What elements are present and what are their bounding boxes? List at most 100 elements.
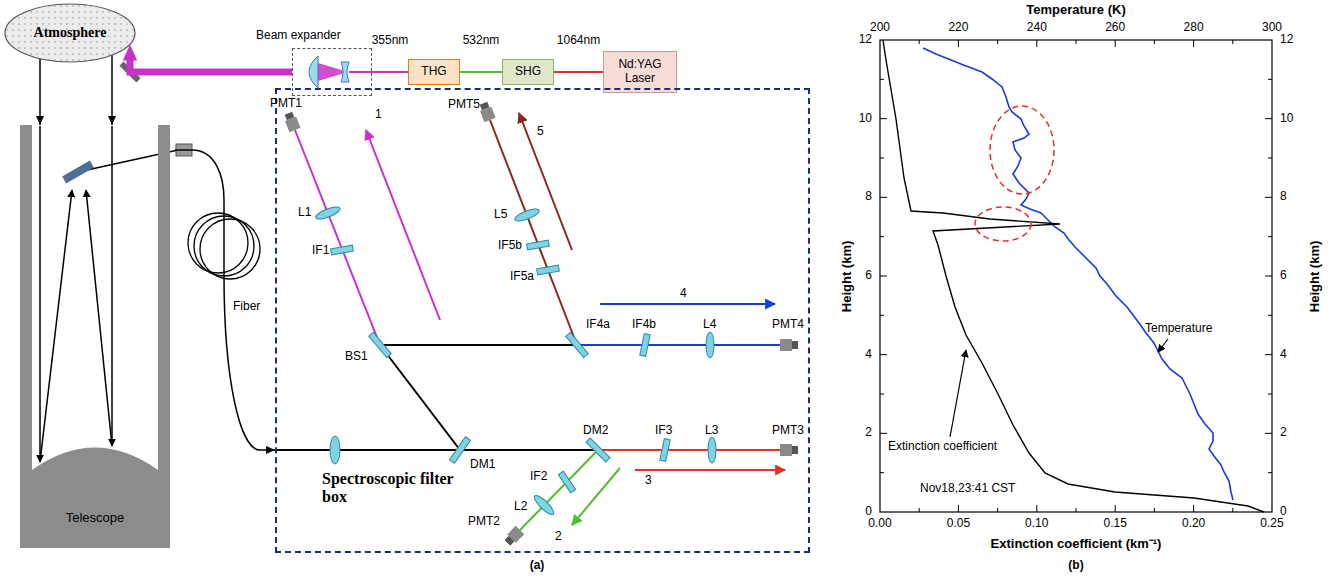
chart-label: 10 xyxy=(1280,112,1293,126)
chart-label: Temperature xyxy=(1145,322,1212,336)
connector xyxy=(123,44,292,72)
pmt-detector xyxy=(503,526,524,547)
pmt-detector xyxy=(780,444,798,456)
connector-line xyxy=(372,71,408,73)
part-label: DM2 xyxy=(583,424,608,438)
pmt-detector xyxy=(478,101,496,122)
optical-elements xyxy=(369,332,392,357)
telescope-body xyxy=(20,125,170,548)
chart-label: 0.20 xyxy=(1182,517,1205,531)
beam-expander-optics xyxy=(309,56,318,88)
optical-elements xyxy=(532,493,556,517)
optical-elements xyxy=(331,245,354,255)
optical-elements xyxy=(450,437,471,463)
part-label: L5 xyxy=(494,208,507,222)
optical-elements xyxy=(640,334,650,357)
chart-label: 0.15 xyxy=(1104,517,1127,531)
optical-elements xyxy=(513,207,540,224)
optical-elements xyxy=(660,439,670,462)
node-label: Telescope xyxy=(66,511,125,526)
ellipse-outline xyxy=(5,4,135,62)
optical-elements xyxy=(537,265,560,275)
atmosphere-ellipse: Atmosphere xyxy=(4,3,136,63)
optical-elements xyxy=(314,204,341,221)
optical-paths xyxy=(490,120,577,345)
optical-elements xyxy=(706,332,714,358)
optical-elements xyxy=(513,207,540,224)
connector-line xyxy=(460,71,502,73)
connector xyxy=(460,72,502,73)
connector xyxy=(372,72,408,73)
optical-elements xyxy=(369,332,392,357)
optical-elements xyxy=(450,437,471,463)
chart-label: 8 xyxy=(1280,190,1287,204)
pmt-detector xyxy=(780,444,792,456)
optical-elements xyxy=(660,439,670,462)
optical-elements xyxy=(566,332,589,357)
optical-elements xyxy=(640,334,650,357)
pmt-detector xyxy=(283,111,301,132)
channel-arrow xyxy=(600,303,775,305)
optical-elements xyxy=(527,240,550,250)
beam-expander-optics xyxy=(309,56,372,88)
axis-ticks xyxy=(880,40,1272,512)
fiber-coil xyxy=(200,219,260,279)
chart-label: (b) xyxy=(1068,559,1083,573)
chart-label: 0.25 xyxy=(1260,517,1283,531)
edge-label: 1064nm xyxy=(556,34,601,48)
secondary-mirror xyxy=(62,161,94,184)
optical-elements xyxy=(558,471,575,493)
chart-label: 220 xyxy=(948,21,968,35)
telescope-rays xyxy=(111,126,113,446)
chart-label: 2 xyxy=(865,426,872,440)
chart-label: 6 xyxy=(865,269,872,283)
optical-elements xyxy=(708,437,716,463)
part-label: PMT3 xyxy=(772,424,804,438)
optical-elements xyxy=(566,332,589,357)
chart-label: 0.05 xyxy=(947,517,970,531)
leader-arrow xyxy=(950,350,966,437)
optical-elements xyxy=(331,245,354,255)
part-label: IF1 xyxy=(312,244,329,258)
chart xyxy=(880,40,1272,512)
node-label: Atmosphere xyxy=(34,25,107,41)
chart-label: 300 xyxy=(1262,21,1282,35)
telescope: Telescope xyxy=(15,125,175,548)
optical-elements xyxy=(586,438,610,462)
node-label: Spectroscopic filter box xyxy=(322,470,472,507)
part-label: 5 xyxy=(537,125,544,139)
channel-arrow xyxy=(366,130,440,320)
temperature-curve xyxy=(923,48,1233,500)
pmt-detector xyxy=(792,341,798,349)
telescope-rays xyxy=(40,126,178,462)
part-label: L2 xyxy=(514,500,527,514)
chart-label: 260 xyxy=(1105,21,1125,35)
chart-label: 12 xyxy=(1280,33,1293,47)
chart-label: 280 xyxy=(1184,21,1204,35)
thg-box: THG xyxy=(408,59,460,85)
channel-arrow xyxy=(519,113,572,250)
connector-line xyxy=(111,55,113,125)
chart-label: Extinction coefficient (km⁻¹) xyxy=(991,537,1162,552)
chart-label: 6 xyxy=(1280,269,1287,283)
edge-label: 355nm xyxy=(371,34,410,48)
connector-line xyxy=(39,59,41,125)
optical-elements xyxy=(558,471,575,493)
part-label: (a) xyxy=(530,559,545,573)
arrowhead xyxy=(108,116,116,125)
chart-label: 0.10 xyxy=(1025,517,1048,531)
chart-label: 2 xyxy=(1280,426,1287,440)
optical-paths xyxy=(598,449,780,451)
optical-paths xyxy=(275,120,780,530)
highlight-ellipse xyxy=(975,207,1031,241)
secondary-mirror xyxy=(62,161,94,184)
connector xyxy=(36,59,44,125)
optical-paths xyxy=(275,449,598,451)
part-label: 4 xyxy=(680,287,687,301)
connector-line xyxy=(554,71,603,73)
connector xyxy=(554,72,603,73)
laser-box: Nd:YAG Laser xyxy=(603,51,677,93)
channel-arrow xyxy=(572,468,620,525)
chart-label: Height (km) xyxy=(1309,240,1324,312)
part-label: PMT5 xyxy=(448,98,480,112)
